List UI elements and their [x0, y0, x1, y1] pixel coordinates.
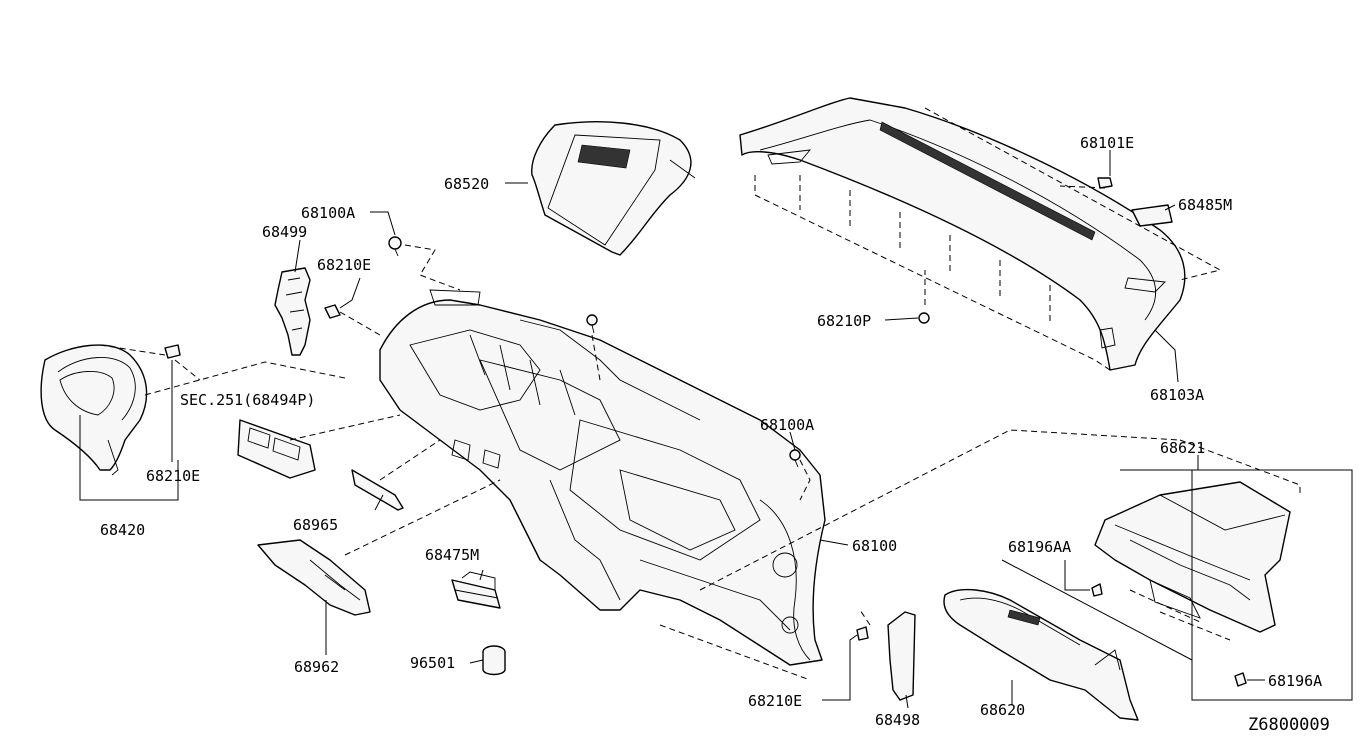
clip-68196aa[interactable]	[1091, 583, 1103, 597]
leader-lines	[79, 150, 1265, 709]
glovebox-frame-diag	[1001, 469, 1193, 661]
label-68100: 68100	[852, 537, 897, 555]
label-68962: 68962	[294, 658, 339, 676]
label-68210e-top: 68210E	[317, 256, 371, 274]
label-sec251: SEC.251(68494P)	[180, 391, 315, 409]
label-68520: 68520	[444, 175, 489, 193]
lower-cover-dash-line	[344, 479, 501, 556]
lower-cover-68962[interactable]	[257, 539, 371, 616]
hood-dash-line	[99, 344, 346, 396]
label-68621: 68621	[1160, 439, 1205, 457]
finisher-dash-line	[379, 439, 441, 481]
label-68485m: 68485M	[1178, 196, 1232, 214]
clip-68210e-bottom[interactable]	[856, 626, 869, 641]
label-68475m: 68475M	[425, 546, 479, 564]
finisher-68965[interactable]	[351, 469, 404, 511]
label-68196aa: 68196AA	[1008, 538, 1071, 556]
clip-68210p[interactable]	[918, 312, 930, 324]
label-68210e-left: 68210E	[146, 467, 200, 485]
diagram-id: Z6800009	[1248, 715, 1330, 735]
cluster-hood-68420[interactable]	[40, 344, 148, 476]
label-68101e: 68101E	[1080, 134, 1134, 152]
module-68475m[interactable]	[451, 571, 501, 609]
label-68100a-top: 68100A	[301, 204, 355, 222]
clip-68485m[interactable]	[1131, 204, 1173, 227]
glovebox-finisher-68620[interactable]	[943, 588, 1139, 721]
upper-dash-panel-68103a[interactable]	[739, 97, 1222, 371]
clip-68196a[interactable]	[1234, 672, 1247, 687]
label-68965: 68965	[293, 516, 338, 534]
clip-center[interactable]	[586, 314, 598, 334]
assembly-dash-lines	[174, 185, 1181, 681]
sec251-dash-line	[289, 414, 401, 441]
clip-68100a-top[interactable]	[388, 236, 402, 257]
sensor-96501[interactable]	[482, 645, 506, 676]
glovebox-frame	[1191, 469, 1353, 701]
bracket-68499[interactable]	[274, 267, 311, 356]
label-68103a: 68103A	[1150, 386, 1204, 404]
clip-68210e-left[interactable]	[164, 344, 181, 359]
label-68210e-bottom: 68210E	[748, 692, 802, 710]
side-cover-68498[interactable]	[887, 611, 916, 701]
glovebox-dash-line	[1179, 439, 1301, 495]
label-96501: 96501	[410, 654, 455, 672]
label-68620: 68620	[980, 701, 1025, 719]
label-68420: 68420	[100, 521, 145, 539]
clip-68101e[interactable]	[1097, 177, 1113, 189]
clip-68210e-top[interactable]	[324, 304, 341, 319]
cluster-lid-68520[interactable]	[531, 121, 696, 256]
label-68196a: 68196A	[1268, 672, 1322, 690]
label-68499: 68499	[262, 223, 307, 241]
label-68498: 68498	[875, 711, 920, 729]
label-68210p: 68210P	[817, 312, 871, 330]
dash-frame-68100[interactable]	[379, 289, 826, 666]
switch-panel-sec251[interactable]	[237, 419, 316, 479]
label-68100a-mid: 68100A	[760, 416, 814, 434]
